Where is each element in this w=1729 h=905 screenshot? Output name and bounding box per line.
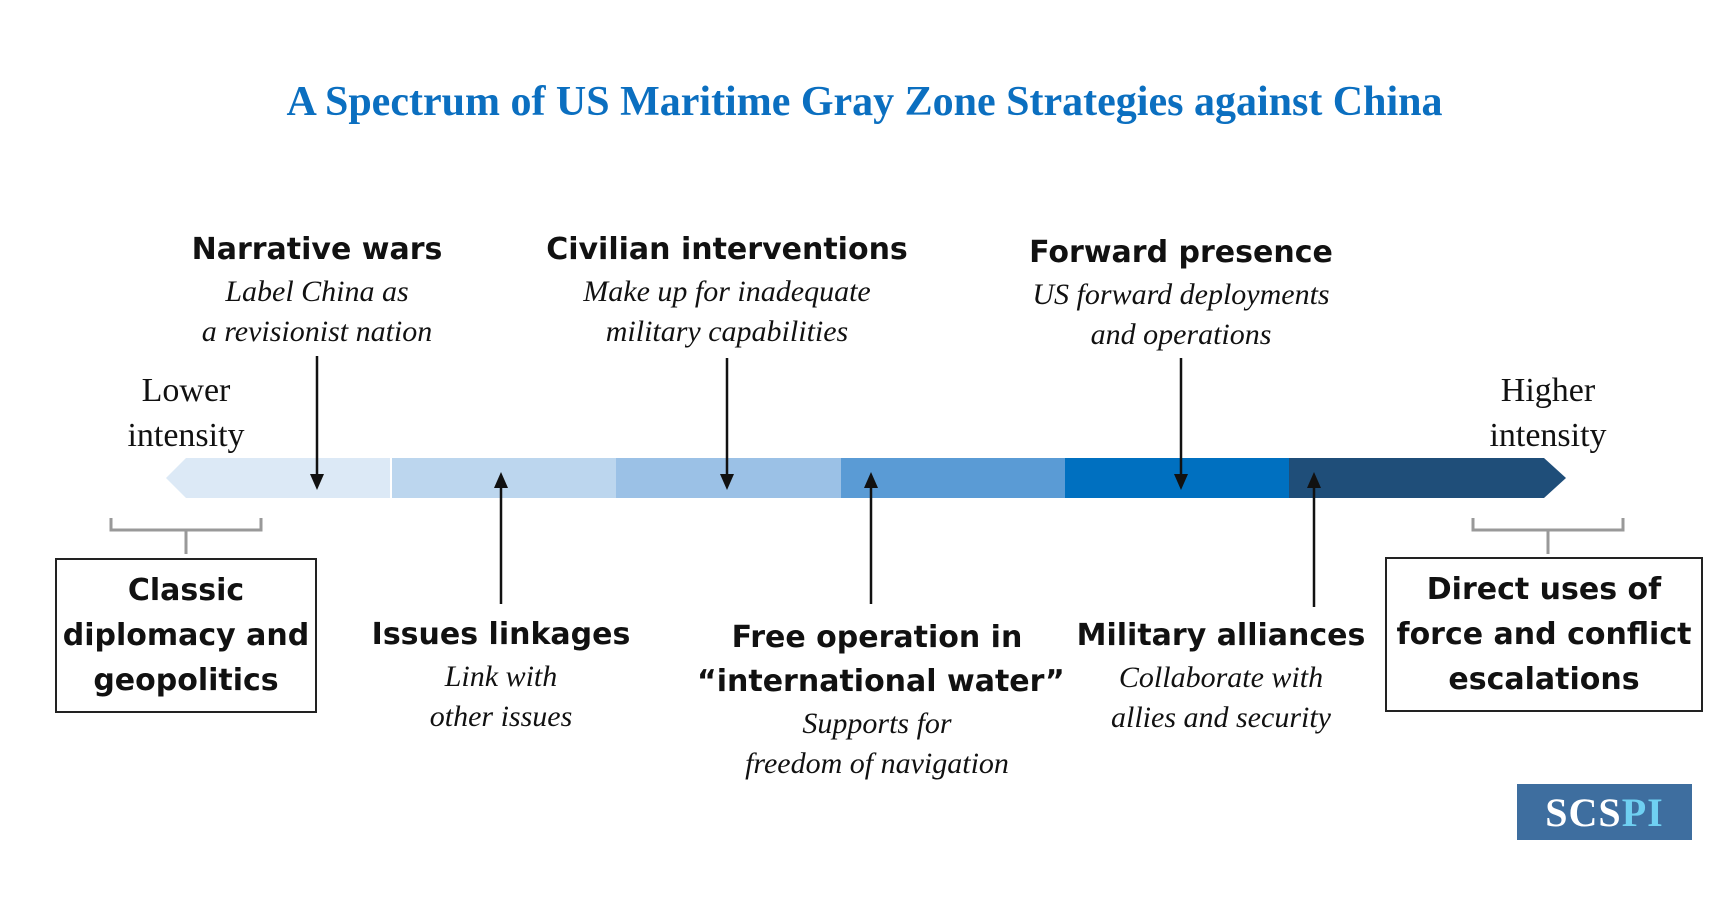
box-line: Direct uses of bbox=[1426, 572, 1662, 607]
strategy-desc-line: other issues bbox=[429, 700, 573, 733]
spectrum-segment-6 bbox=[1289, 458, 1566, 498]
strategy-desc-line: US forward deployments bbox=[1032, 278, 1330, 311]
strategy-issues-linkages: Issues linkages Link with other issues bbox=[361, 613, 641, 737]
arrow-free-operation bbox=[864, 472, 878, 604]
arrow-issues-linkages bbox=[494, 472, 508, 604]
strategy-desc-line: Label China as bbox=[225, 275, 409, 308]
higher-intensity-line-1: Higher bbox=[1500, 372, 1596, 409]
strategy-civilian-interventions: Civilian interventions Make up for inade… bbox=[542, 228, 912, 352]
logo-text-pi: PI bbox=[1621, 789, 1664, 835]
lower-intensity-line-2: intensity bbox=[127, 417, 245, 454]
strategy-narrative-wars: Narrative wars Label China as a revision… bbox=[157, 228, 477, 352]
bracket-right bbox=[1471, 518, 1625, 554]
strategy-heading: “international water” bbox=[697, 664, 1065, 699]
higher-intensity-label: Higher intensity bbox=[1448, 368, 1648, 458]
arrow-narrative-wars bbox=[310, 356, 324, 490]
strategy-heading: Issues linkages bbox=[371, 617, 631, 652]
box-line: force and conflict bbox=[1396, 617, 1692, 652]
strategy-desc-line: and operations bbox=[1090, 318, 1272, 351]
spectrum-segment-1 bbox=[166, 458, 390, 498]
strategy-desc-line: Link with bbox=[444, 660, 558, 693]
higher-intensity-line-2: intensity bbox=[1489, 417, 1607, 454]
strategy-desc-line: freedom of navigation bbox=[745, 747, 1009, 780]
spectrum-segment-4 bbox=[841, 458, 1065, 498]
arrow-civilian-interventions bbox=[720, 358, 734, 490]
box-line: geopolitics bbox=[93, 663, 279, 698]
arrow-forward-presence bbox=[1174, 358, 1188, 490]
strategy-free-operation: Free operation in “international water” … bbox=[697, 616, 1065, 784]
strategy-heading: Forward presence bbox=[1029, 235, 1333, 270]
strategy-desc-line: Make up for inadequate bbox=[583, 275, 871, 308]
box-line: diplomacy and bbox=[62, 618, 310, 653]
strategy-desc-line: allies and security bbox=[1111, 701, 1331, 734]
bracket-left bbox=[109, 518, 263, 554]
box-line: escalations bbox=[1448, 662, 1640, 697]
lower-intensity-line-1: Lower bbox=[141, 372, 231, 409]
strategy-desc-line: a revisionist nation bbox=[201, 315, 433, 348]
box-line: Classic bbox=[127, 573, 245, 608]
strategy-heading: Narrative wars bbox=[191, 232, 443, 267]
arrow-military-alliances bbox=[1307, 472, 1321, 607]
box-direct-uses-of-force: Direct uses of force and conflict escala… bbox=[1385, 557, 1703, 712]
diagram-title: A Spectrum of US Maritime Gray Zone Stra… bbox=[286, 79, 1443, 125]
strategy-forward-presence: Forward presence US forward deployments … bbox=[1006, 231, 1356, 355]
spectrum-segment-2 bbox=[392, 458, 616, 498]
strategy-heading: Civilian interventions bbox=[546, 232, 908, 267]
lower-intensity-label: Lower intensity bbox=[86, 368, 286, 458]
strategy-desc-line: Collaborate with bbox=[1118, 661, 1324, 694]
box-classic-diplomacy: Classic diplomacy and geopolitics bbox=[55, 558, 317, 713]
strategy-heading: Military alliances bbox=[1076, 618, 1366, 653]
strategy-heading: Free operation in bbox=[731, 620, 1023, 655]
logo-text-scs: SCS bbox=[1545, 789, 1622, 835]
strategy-desc-line: Supports for bbox=[802, 707, 952, 740]
strategy-desc-line: military capabilities bbox=[605, 315, 849, 348]
strategy-military-alliances: Military alliances Collaborate with alli… bbox=[1056, 614, 1386, 738]
